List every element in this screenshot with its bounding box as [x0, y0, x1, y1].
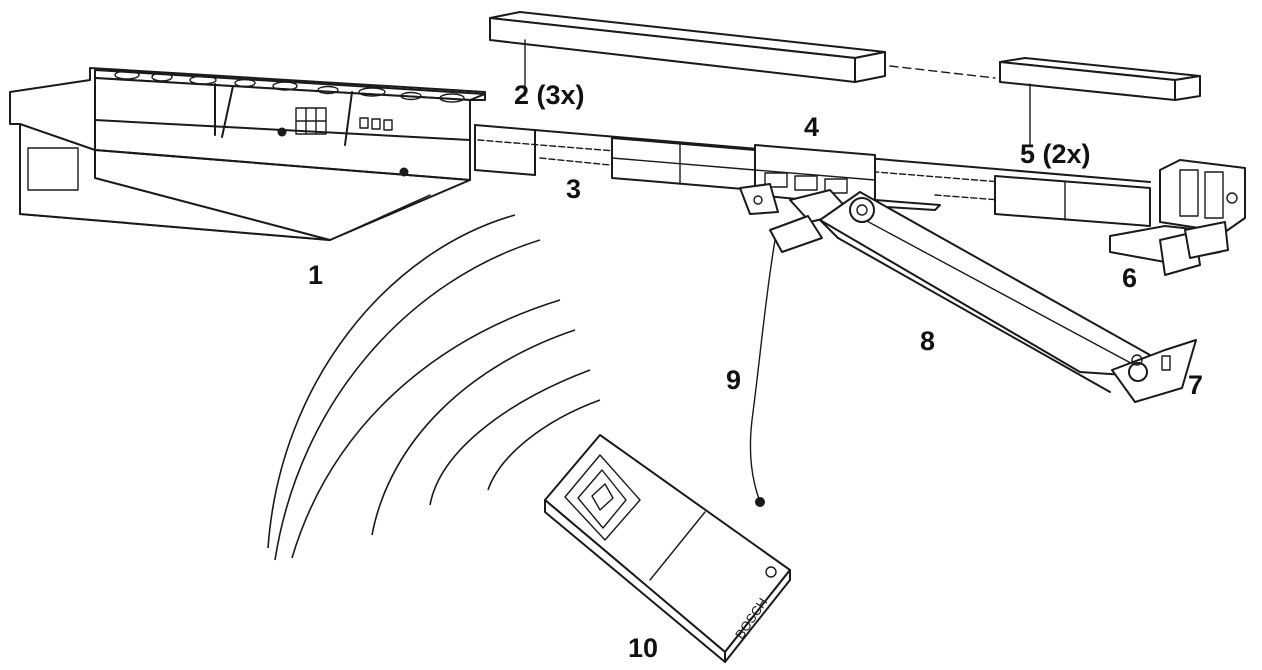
callout-6: 6	[1122, 263, 1138, 293]
door-arm	[819, 191, 1151, 393]
callout-3: 3	[566, 174, 582, 204]
rail-end-bracket	[1109, 159, 1246, 276]
callout-10: 10	[628, 633, 659, 663]
callout-1: 1	[308, 260, 324, 290]
rail-and-chain	[474, 124, 1151, 227]
rail-section	[489, 11, 1201, 145]
callout-7: 7	[1188, 370, 1204, 400]
door-bracket	[1111, 339, 1197, 403]
callout-4: 4	[804, 112, 820, 142]
radio-waves	[267, 214, 601, 561]
remote-control: BOSCH	[544, 434, 791, 663]
callout-2: 2 (3x)	[514, 80, 585, 110]
callout-8: 8	[920, 326, 936, 356]
callout-5: 5 (2x)	[1020, 139, 1091, 169]
opener-unit	[9, 67, 486, 241]
callout-9: 9	[726, 365, 742, 395]
release-cord	[749, 215, 823, 507]
